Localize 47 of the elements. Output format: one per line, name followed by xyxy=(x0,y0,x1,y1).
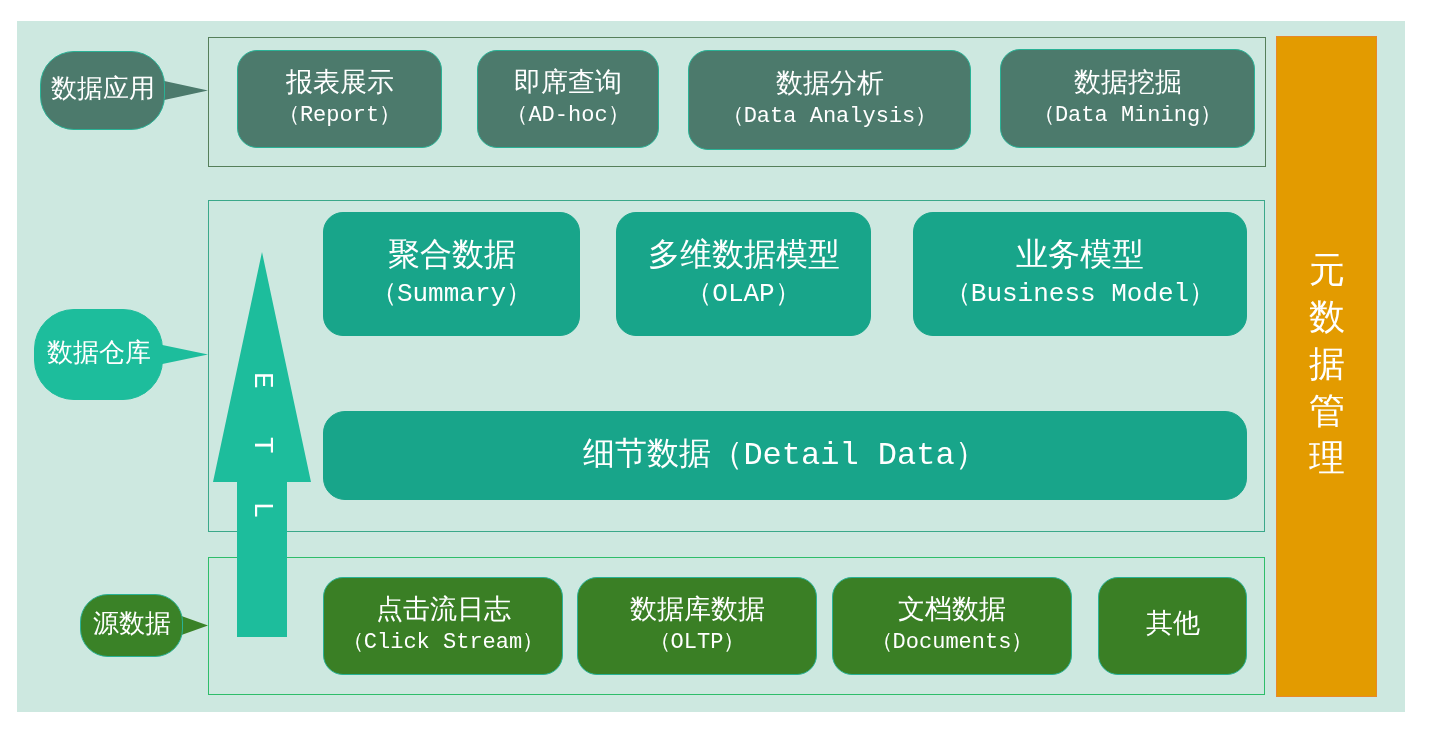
layer-frame xyxy=(208,557,1265,695)
rounded-box xyxy=(913,212,1247,336)
rounded-box xyxy=(323,577,563,675)
bar-label: 元数据管理 xyxy=(1308,251,1345,483)
box-subtitle: （OLAP） xyxy=(686,277,801,311)
box-subtitle: （Data Mining） xyxy=(1032,101,1223,130)
rounded-box xyxy=(688,50,971,150)
box-title: 业务模型 xyxy=(1016,237,1144,278)
box-subtitle: （Business Model） xyxy=(944,277,1216,311)
rounded-box xyxy=(832,577,1072,675)
callout-label: 数据应用 xyxy=(50,73,155,107)
rounded-box xyxy=(477,50,659,148)
box-title: 文档数据 xyxy=(898,594,1006,629)
callout-label: 源数据 xyxy=(92,608,171,642)
callout-pointer xyxy=(180,615,208,636)
box-subtitle: （OLTP） xyxy=(648,629,746,658)
callout-label: 数据仓库 xyxy=(46,337,151,371)
rounded-box xyxy=(323,411,1247,500)
box-label: 细节数据（Detail Data） xyxy=(583,435,987,476)
vertical-bar xyxy=(1276,36,1377,697)
block-arrow xyxy=(213,252,311,637)
box-label: 其他 xyxy=(1145,609,1200,643)
callout-pointer xyxy=(162,80,208,101)
rounded-box xyxy=(616,212,871,336)
box-title: 聚合数据 xyxy=(387,237,516,278)
layer-frame xyxy=(208,200,1265,532)
box-title: 数据挖掘 xyxy=(1073,67,1182,101)
rounded-box xyxy=(577,577,817,675)
box-title: 多维数据模型 xyxy=(647,237,840,278)
box-subtitle: （Report） xyxy=(277,102,402,131)
box-subtitle: （Data Analysis） xyxy=(721,103,938,132)
rounded-box xyxy=(1098,577,1247,675)
box-subtitle: （Click Stream） xyxy=(341,629,545,658)
rounded-box xyxy=(323,212,580,336)
rounded-box xyxy=(1000,49,1255,148)
box-title: 数据分析 xyxy=(775,69,884,103)
box-title: 报表展示 xyxy=(285,68,394,102)
layer-frame xyxy=(208,37,1266,167)
box-subtitle: （Summary） xyxy=(370,277,533,311)
box-subtitle: （Documents） xyxy=(870,629,1034,658)
rounded-box xyxy=(237,50,442,148)
edge-label: ETL xyxy=(248,372,276,519)
callout-pointer xyxy=(160,344,208,365)
box-title: 即席查询 xyxy=(514,67,622,102)
box-subtitle: （AD-hoc） xyxy=(506,102,630,131)
box-title: 数据库数据 xyxy=(629,594,765,629)
box-title: 点击流日志 xyxy=(375,594,511,629)
